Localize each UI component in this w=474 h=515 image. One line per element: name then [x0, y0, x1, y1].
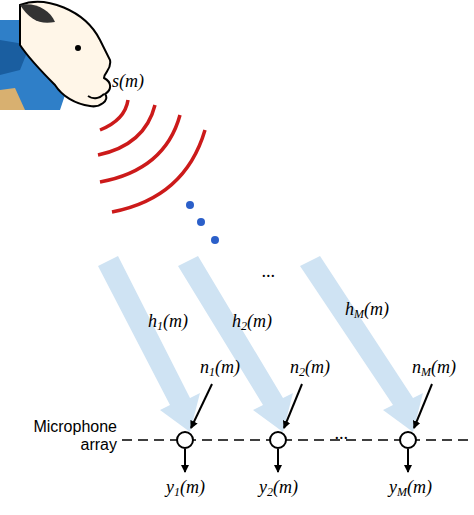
- noise-label: nM(m): [412, 358, 456, 378]
- output-label: y2(m): [259, 478, 298, 498]
- channel-label: h2(m): [232, 312, 272, 332]
- noise-label: n1(m): [200, 358, 240, 378]
- output-label: y1(m): [166, 478, 205, 498]
- dots: [186, 201, 219, 244]
- noise-label: n2(m): [290, 358, 330, 378]
- array-label: Microphone array: [22, 418, 117, 453]
- output-arrows: [185, 449, 408, 472]
- microphones: [177, 432, 416, 448]
- ellipsis: ...: [262, 262, 276, 282]
- channel-label: hM(m): [345, 300, 389, 320]
- noise-arrows: [191, 384, 432, 428]
- sound-waves: [98, 100, 205, 212]
- channel-arrows: [98, 256, 423, 432]
- speaker-figure: [0, 2, 110, 110]
- signal-label: s(m): [112, 72, 144, 92]
- ellipsis: ...: [335, 424, 349, 444]
- output-label: yM(m): [389, 478, 432, 498]
- channel-label: h1(m): [148, 312, 188, 332]
